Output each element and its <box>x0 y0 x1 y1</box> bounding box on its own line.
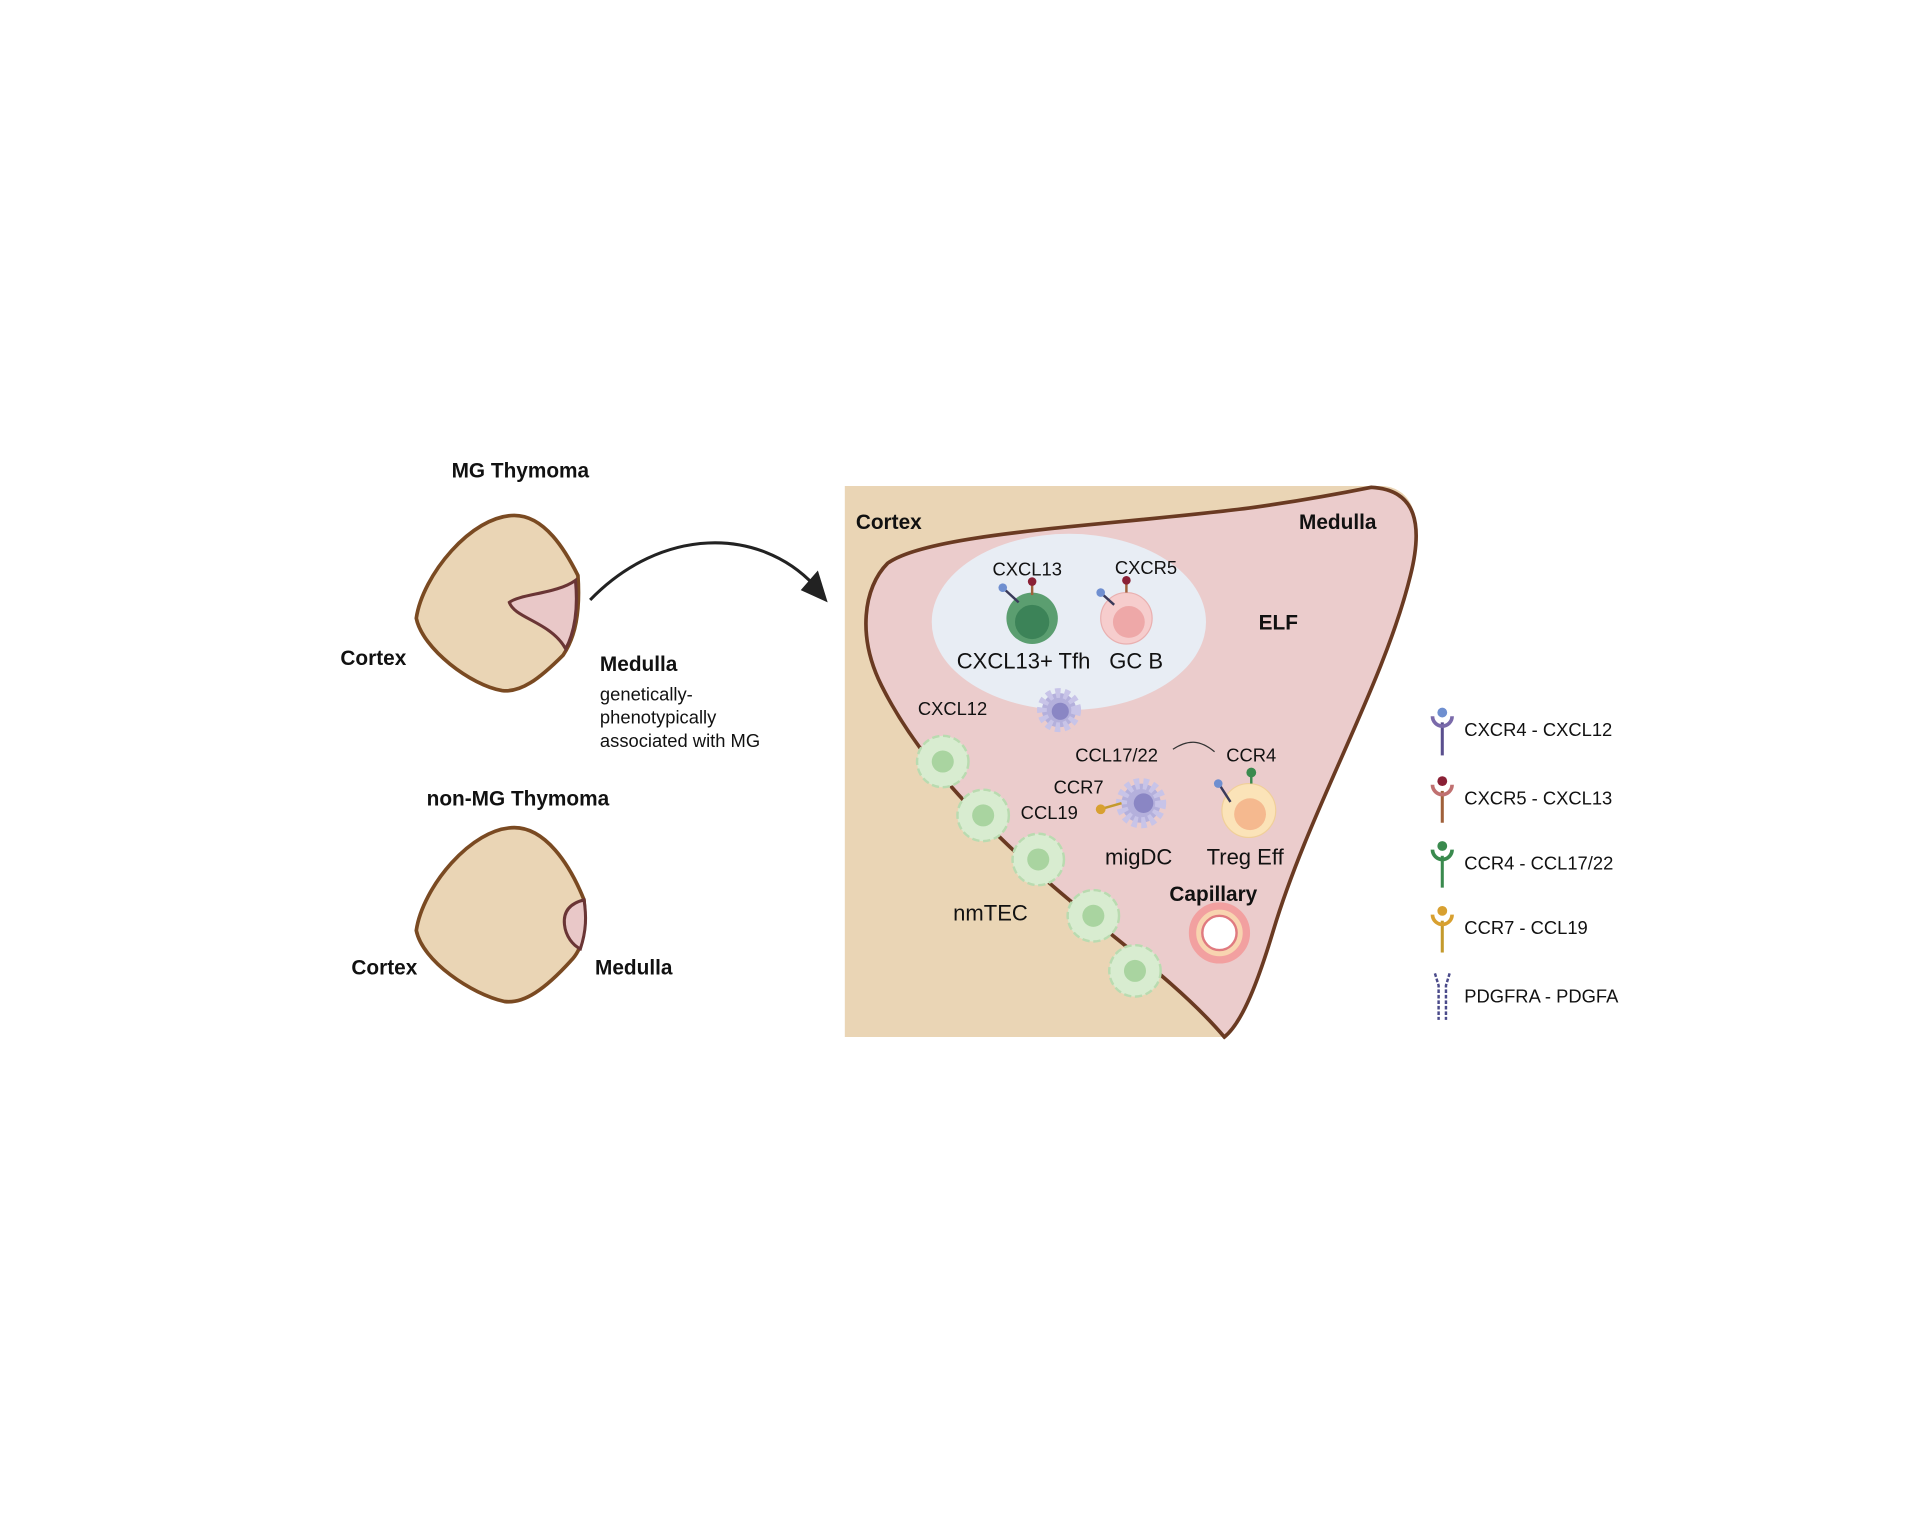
capillary-icon <box>1188 902 1251 964</box>
nonmg-medulla-region <box>562 897 588 952</box>
elf-region <box>931 533 1206 711</box>
panel-medulla-label: Medulla <box>1299 511 1377 534</box>
migdc-cell-icon <box>1095 778 1167 829</box>
panel-cortex-label: Cortex <box>856 511 922 534</box>
ccl17-arrow-icon <box>1172 741 1215 753</box>
legend-cxcr4-icon <box>1430 707 1454 756</box>
elf-label: ELF <box>1259 611 1298 634</box>
cxcr5-label: CXCR5 <box>1115 557 1177 578</box>
nmtec-label: nmTEC <box>953 901 1028 926</box>
ccl1722-label: CCL17/22 <box>1075 745 1158 766</box>
legend-label: CCR4 - CCL17/22 <box>1464 852 1613 873</box>
mg-medulla-region <box>507 577 578 653</box>
tfh-cell-icon <box>998 577 1058 644</box>
legend-label: CXCR5 - CXCL13 <box>1464 787 1612 808</box>
gcb-label: GC B <box>1109 648 1163 673</box>
treg-cell-icon <box>1213 767 1277 839</box>
legend-cxcr5-icon <box>1430 776 1454 823</box>
nmtec-cells-icon <box>915 734 1162 998</box>
mg-note-line-2: phenotypically <box>600 707 717 728</box>
capillary-label: Capillary <box>1169 883 1257 906</box>
tfh-label: CXCL13+ Tfh <box>957 648 1091 673</box>
mg-note-line-3: associated with MG <box>600 730 760 751</box>
ccr4-label: CCR4 <box>1226 745 1276 766</box>
nonmg-thymoma-title: non-MG Thymoma <box>427 788 610 811</box>
legend-pdgfra-icon <box>1433 972 1451 1020</box>
legend-label: CCR7 - CCL19 <box>1464 917 1587 938</box>
mg-thymoma-title: MG Thymoma <box>452 459 590 482</box>
legend-label: CXCR4 - CXCL12 <box>1464 719 1612 740</box>
gcb-cell-icon <box>1096 576 1153 645</box>
mg-medulla-label: Medulla <box>600 653 678 676</box>
mg-thymoma-shape <box>414 513 581 693</box>
legend-ccr4-icon <box>1430 841 1454 888</box>
mg-note-line-1: genetically- <box>600 683 693 704</box>
migdc-label: migDC <box>1105 844 1172 869</box>
treg-label: Treg Eff <box>1207 844 1285 869</box>
cxcl13-label: CXCL13 <box>993 558 1062 579</box>
arrow-icon <box>589 541 816 601</box>
legend-ccr7-icon <box>1430 906 1454 953</box>
ccr7-label: CCR7 <box>1054 776 1104 797</box>
arrow-head-icon <box>800 570 828 603</box>
nonmg-thymoma-shape <box>414 825 587 1004</box>
ccl19-label: CCL19 <box>1021 802 1078 823</box>
legend-label: PDGFRA - PDGFA <box>1464 986 1619 1007</box>
legend: CXCR4 - CXCL12 CXCR5 - CXCL13 CCR4 - CCL… <box>1430 707 1619 1020</box>
nonmg-cortex-label: Cortex <box>351 957 417 980</box>
nonmg-medulla-label: Medulla <box>595 957 673 980</box>
cxcl12-label: CXCL12 <box>918 698 987 719</box>
mg-cortex-label: Cortex <box>340 647 406 670</box>
dendritic-cell-icon <box>1037 688 1082 733</box>
